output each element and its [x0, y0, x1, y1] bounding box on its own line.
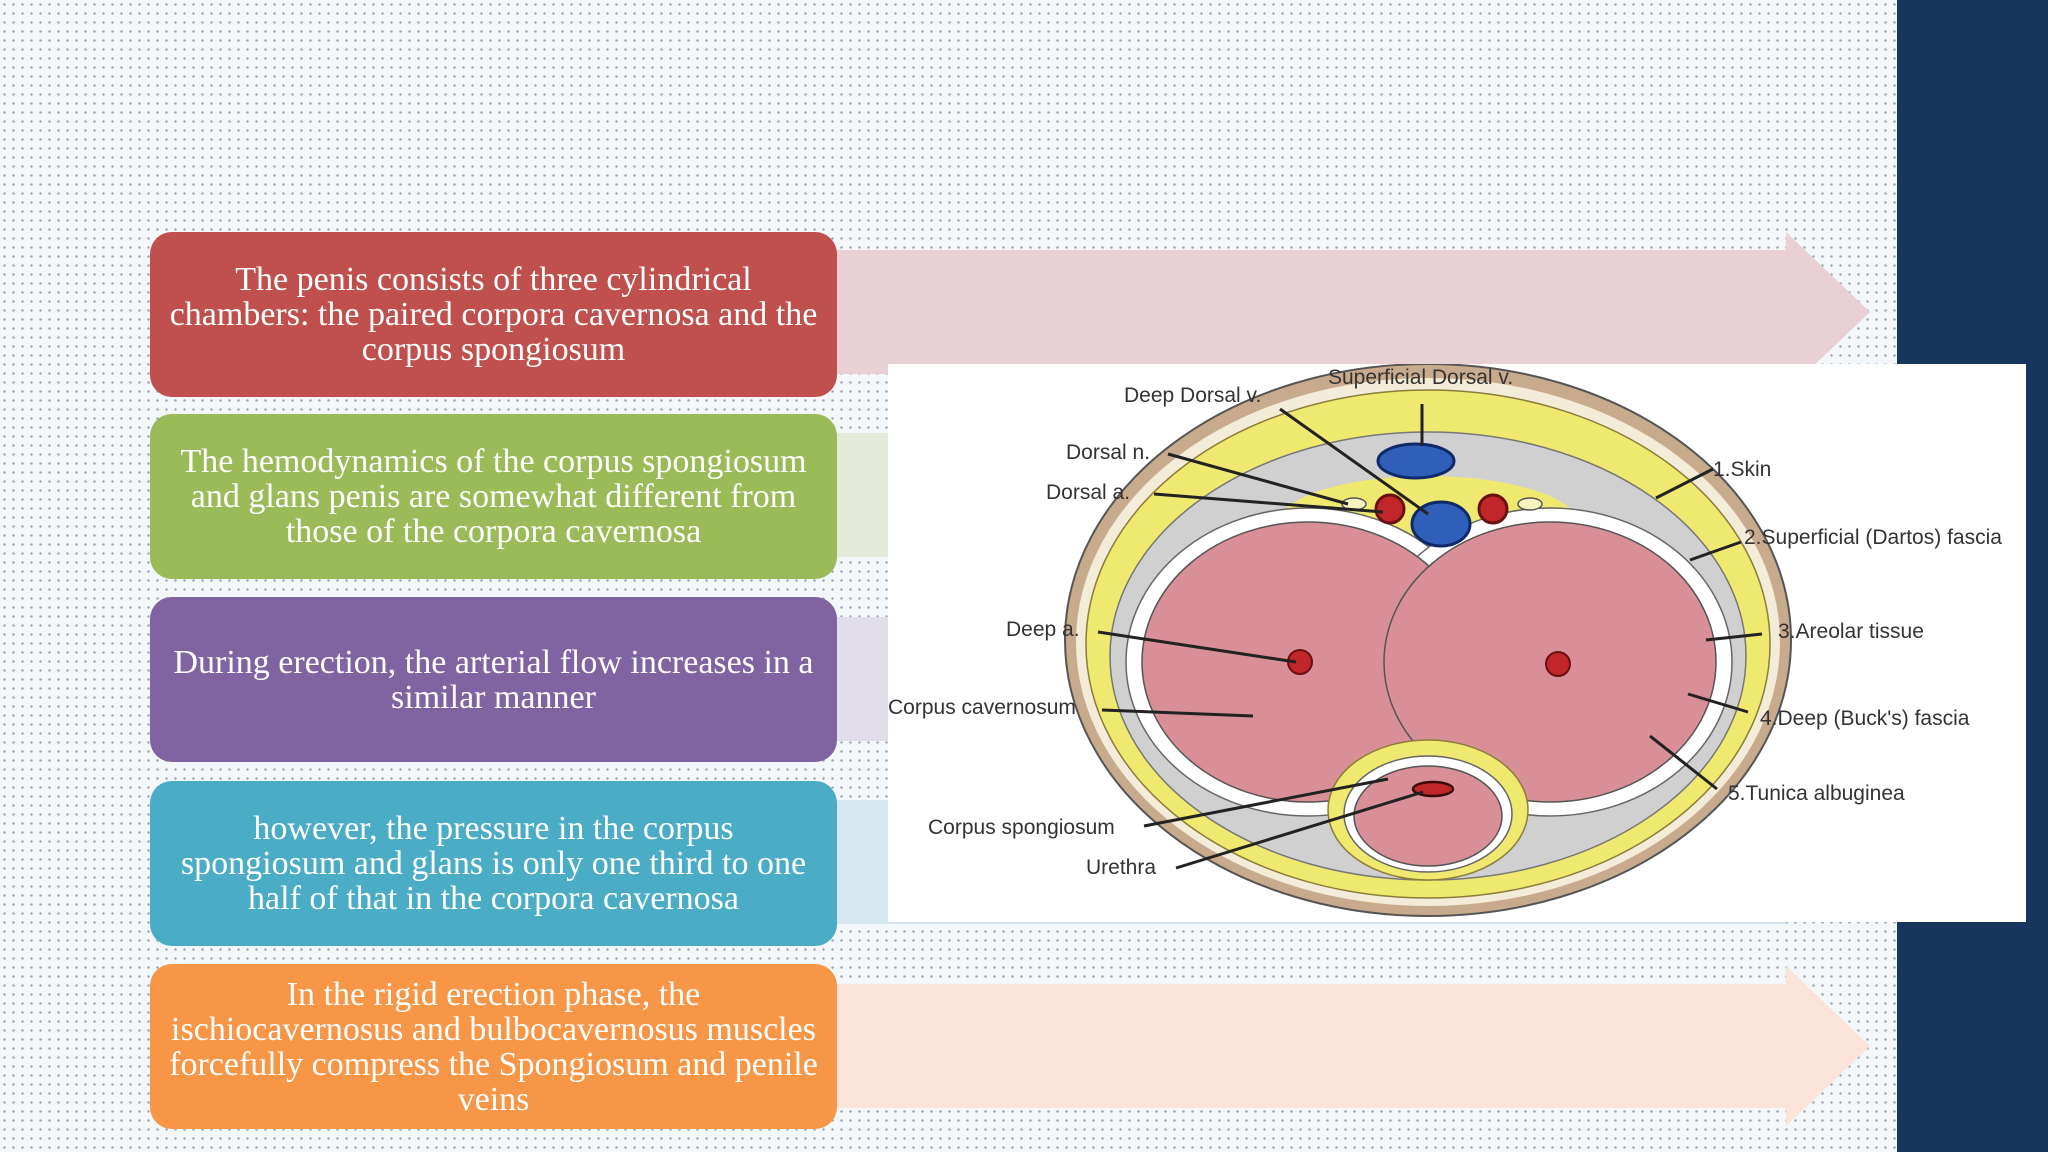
dorsal-artery-right: [1477, 493, 1509, 525]
label-deep-a: Deep a.: [1006, 618, 1080, 641]
text-box-3: During erection, the arterial flow incre…: [150, 597, 837, 762]
label-superficial-dorsal-v: Superficial Dorsal v.: [1328, 366, 1513, 389]
leader-deep-a: [1097, 630, 1297, 664]
leader-deep-dorsal-v: [1279, 407, 1429, 516]
deep-artery-right: [1545, 651, 1571, 677]
label-tunica-albuginea: 5.Tunica albuginea: [1728, 782, 1905, 805]
text-box-1: The penis consists of three cylindrical …: [150, 232, 837, 397]
leader-corpus-cavernosum: [1101, 708, 1254, 718]
text-box-2: The hemodynamics of the corpus spongiosu…: [150, 414, 837, 579]
cross-section-svg: Superficial Dorsal v. Deep Dorsal v. Dor…: [888, 364, 2002, 917]
text-box-4: however, the pressure in the corpus spon…: [150, 781, 837, 946]
dorsal-artery-left: [1374, 493, 1406, 525]
dorsal-nerve-right: [1517, 497, 1543, 511]
leader-tunica: [1649, 734, 1718, 791]
leader-superficial-fascia: [1689, 540, 1742, 562]
text-box-2-text: The hemodynamics of the corpus spongiosu…: [180, 443, 807, 550]
text-box-1-text: The penis consists of three cylindrical …: [169, 261, 818, 368]
arrow-1: [835, 232, 1870, 392]
leader-deep-fascia: [1687, 692, 1749, 714]
label-urethra: Urethra: [1086, 856, 1156, 879]
leader-skin: [1655, 467, 1714, 500]
leader-areolar: [1705, 632, 1763, 642]
label-dorsal-n: Dorsal n.: [1066, 441, 1150, 464]
label-corpus-cavernosum: Corpus cavernosum: [888, 696, 1076, 719]
leader-corpus-spongiosum: [1143, 777, 1389, 828]
label-superficial-fascia: 2.Superficial (Dartos) fascia: [1744, 526, 2002, 549]
label-dorsal-a: Dorsal a.: [1046, 481, 1130, 504]
text-box-5-text: In the rigid erection phase, the ischioc…: [169, 975, 818, 1118]
text-box-3-text: During erection, the arterial flow incre…: [173, 643, 814, 716]
label-deep-dorsal-v: Deep Dorsal v.: [1124, 384, 1261, 407]
cross-section-diagram: Superficial Dorsal v. Deep Dorsal v. Dor…: [888, 364, 2026, 922]
text-box-4-text: however, the pressure in the corpus spon…: [180, 810, 807, 917]
label-deep-fascia: 4.Deep (Buck's) fascia: [1760, 707, 1970, 730]
label-skin: 1.Skin: [1713, 458, 1771, 481]
leader-urethra: [1175, 790, 1424, 870]
leader-dorsal-a: [1153, 492, 1384, 514]
text-box-5: In the rigid erection phase, the ischioc…: [150, 964, 837, 1129]
corpus-spongiosum: [1353, 765, 1503, 867]
leader-dorsal-n: [1167, 452, 1349, 506]
label-areolar-tissue: 3.Areolar tissue: [1778, 620, 1924, 643]
superficial-dorsal-vein: [1376, 442, 1456, 480]
arrow-5: [835, 966, 1870, 1126]
label-corpus-spongiosum: Corpus spongiosum: [928, 816, 1115, 839]
